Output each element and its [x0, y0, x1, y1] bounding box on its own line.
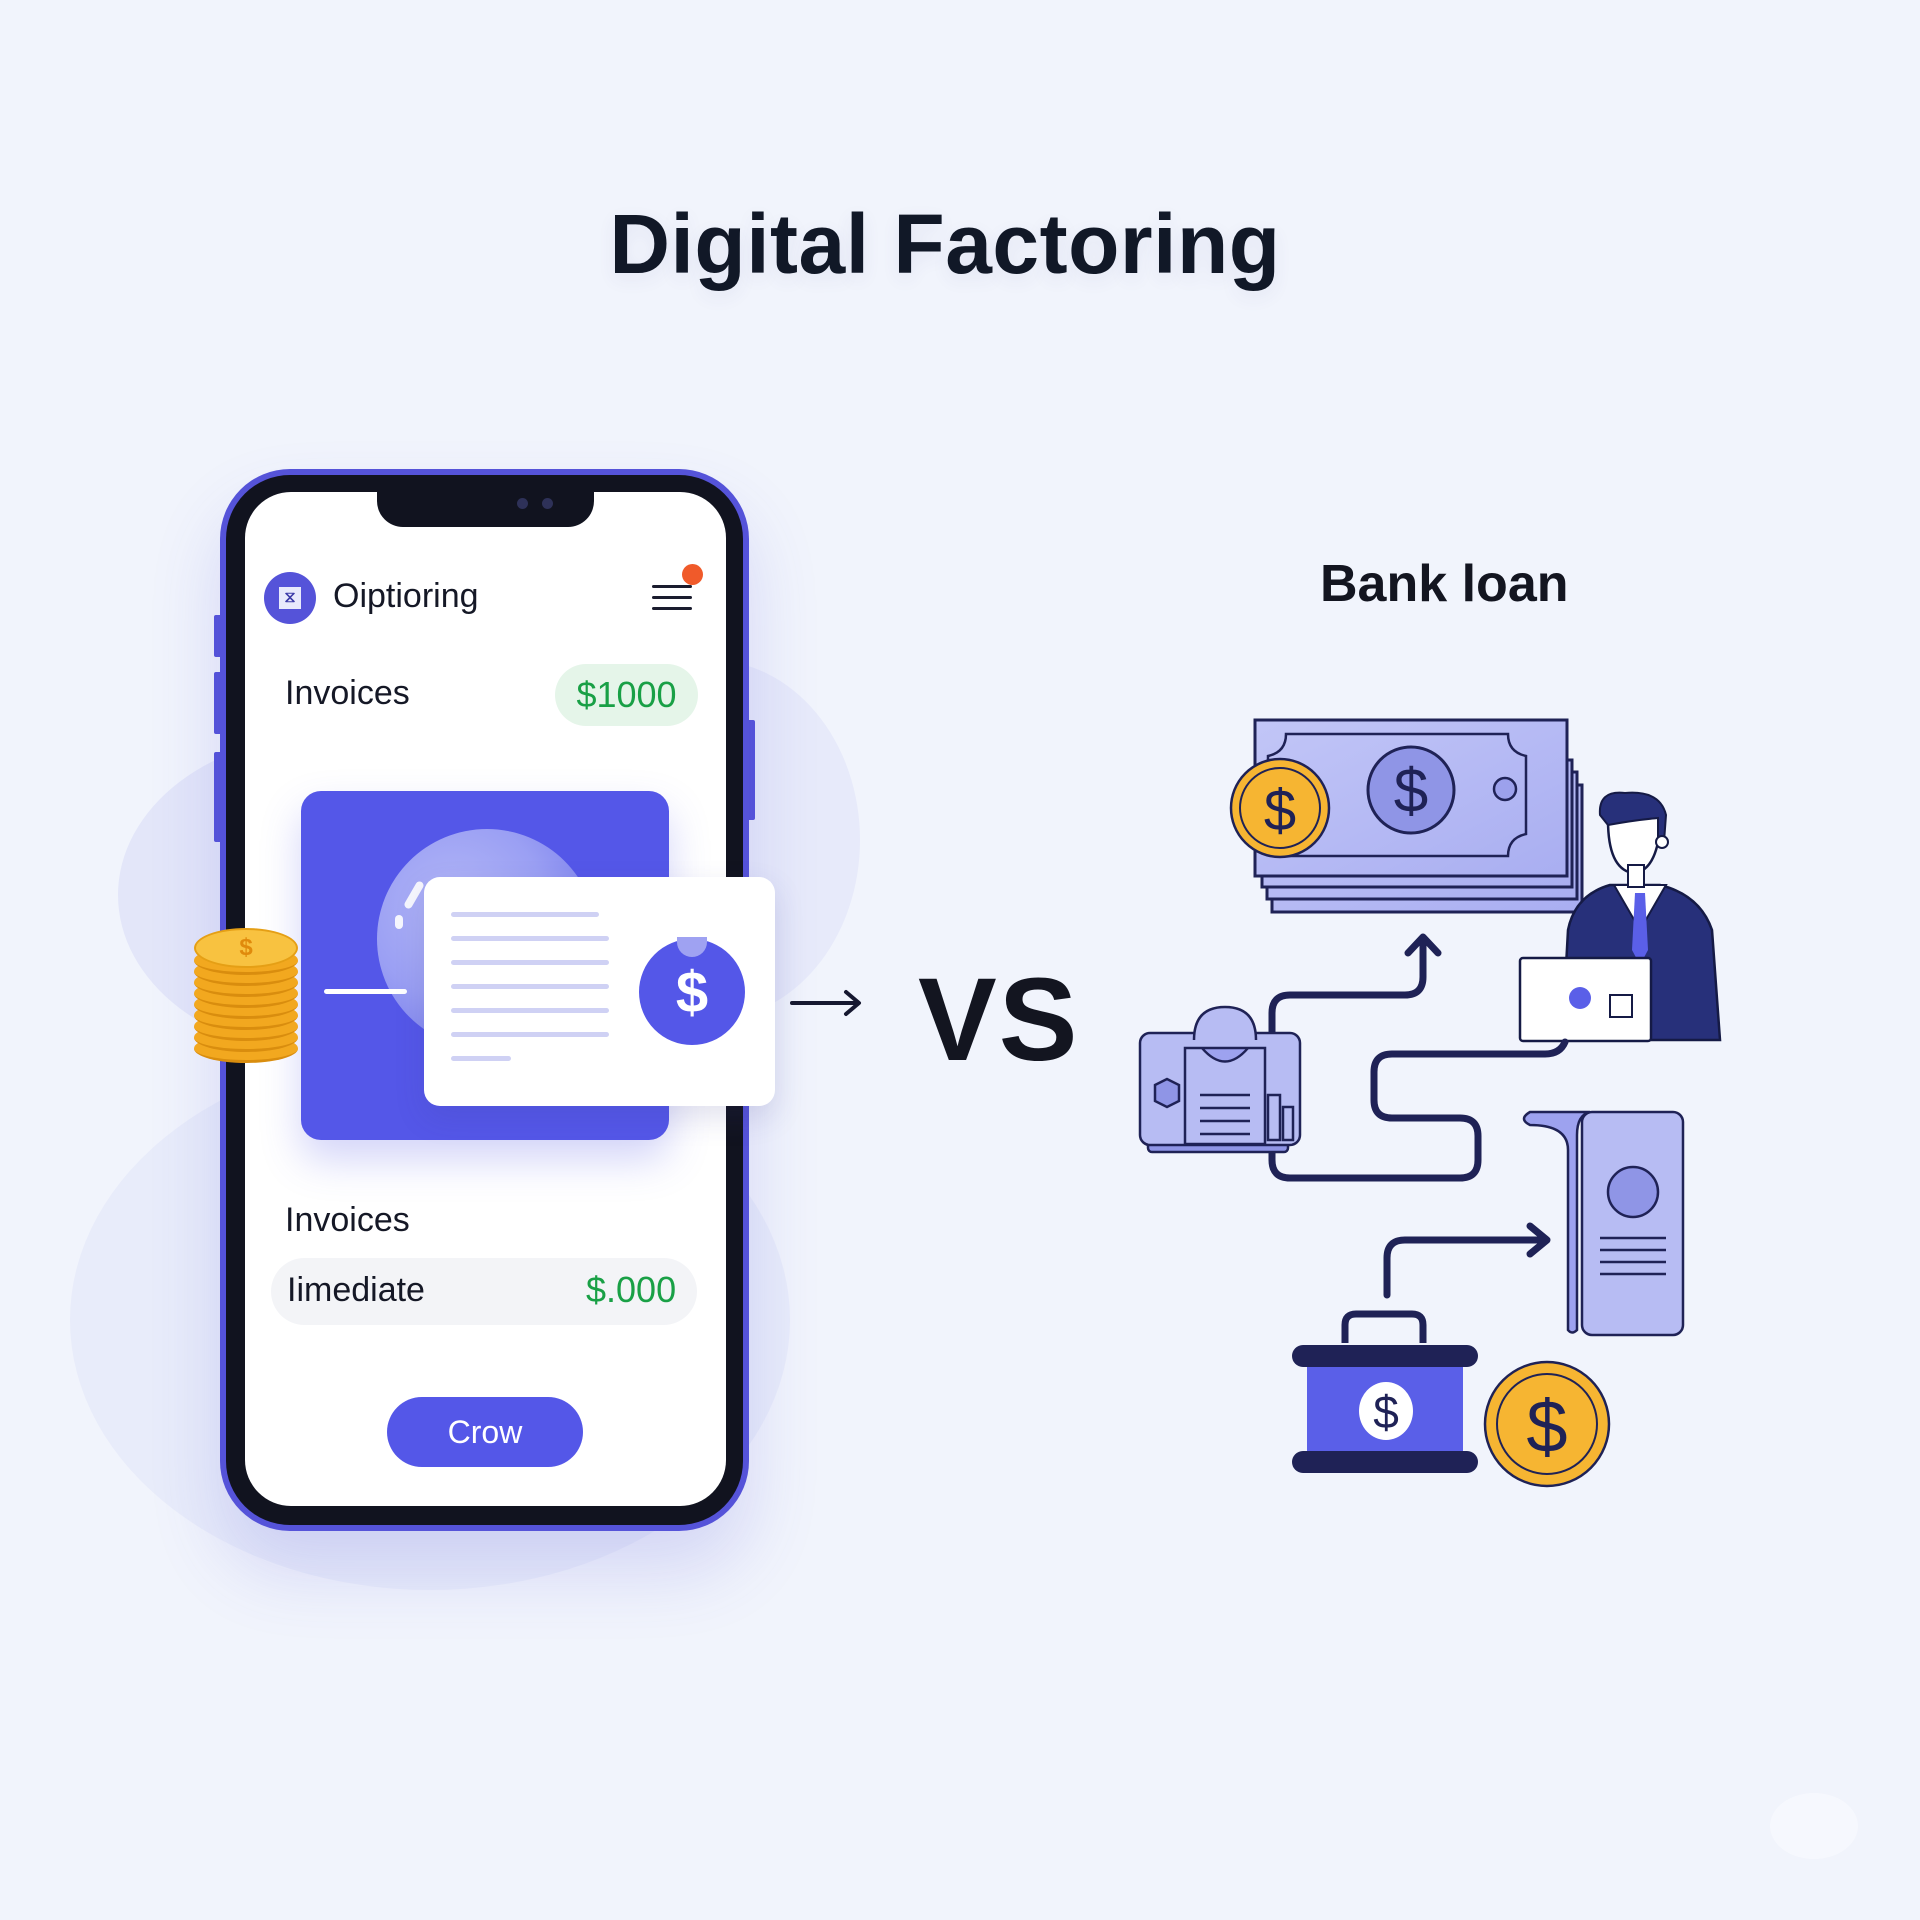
crow-button[interactable]: Crow: [387, 1397, 583, 1467]
gold-coin-icon: $: [1229, 757, 1331, 859]
phone-side-button: [747, 720, 755, 820]
doc-text-line: [451, 1032, 609, 1037]
page-title: Digital Factoring: [609, 197, 1281, 291]
doc-text-line: [451, 984, 609, 989]
laptop-icon: [1518, 956, 1653, 1043]
arrow-right-icon: [790, 990, 861, 1016]
flow-paths: [1268, 933, 1569, 1299]
svg-text:$: $: [1394, 757, 1428, 826]
app-name: Oiptioring: [333, 577, 479, 615]
coin-stack-icon: $: [194, 928, 300, 1063]
dollar-icon: $: [639, 937, 745, 1045]
document-bag-icon: [1138, 1005, 1302, 1154]
folded-bill-icon: [1522, 1110, 1685, 1337]
svg-text:$: $: [1264, 778, 1296, 843]
svg-text:$: $: [1526, 1385, 1567, 1468]
gold-coin-icon: $: [1483, 1360, 1611, 1488]
camera-dot: [517, 498, 528, 509]
doc-text-line: [451, 960, 609, 965]
phone-notch: [377, 488, 594, 527]
doc-text-line: [451, 912, 599, 917]
coin-dollar-symbol: $: [194, 928, 298, 968]
camera-dot: [542, 498, 553, 509]
svg-text:$: $: [1373, 1386, 1399, 1438]
bank-loan-title: Bank loan: [1320, 555, 1569, 613]
vs-label: VS: [918, 954, 1080, 1086]
logo-glyph: ⧖: [279, 587, 301, 609]
invoice-amount-badge: $1000: [555, 664, 698, 726]
doc-text-line: [451, 936, 609, 941]
immediate-row[interactable]: [271, 1258, 697, 1325]
phone-side-button: [214, 672, 222, 734]
phone-side-button: [214, 752, 222, 842]
dollar-symbol: $: [675, 959, 709, 1025]
immediate-amount: $.000: [586, 1269, 677, 1310]
hamburger-menu-icon[interactable]: [652, 583, 694, 613]
watermark: [1770, 1793, 1858, 1859]
notification-dot: [682, 564, 703, 585]
invoices-label: Invoices: [285, 674, 410, 712]
briefcase-icon: $: [1292, 1310, 1478, 1473]
immediate-label: Iimediate: [287, 1271, 425, 1309]
invoices-label-2: Invoices: [285, 1201, 410, 1239]
doc-text-line: [451, 1056, 511, 1061]
app-logo-icon[interactable]: ⧖: [264, 572, 316, 624]
phone-side-button: [214, 615, 222, 657]
decorative-line: [324, 989, 407, 994]
doc-text-line: [451, 1008, 609, 1013]
bubble-shine: [395, 915, 403, 929]
